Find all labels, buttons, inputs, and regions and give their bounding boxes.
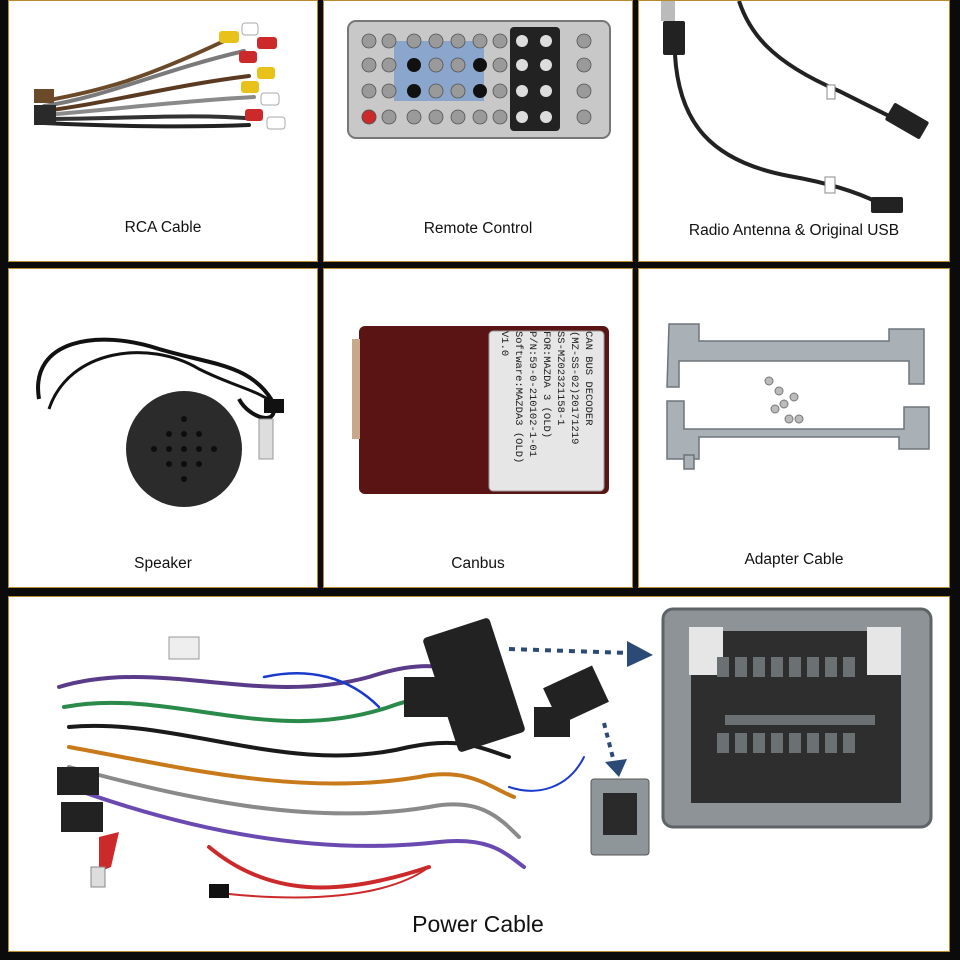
adapter-cable-label: Adapter Cable	[744, 551, 844, 568]
canbus-line: FOR:MAZDA 3 (OLD)	[540, 331, 552, 439]
speaker-image	[36, 337, 284, 507]
radio-antenna-usb-image	[661, 1, 929, 213]
panel-adapter-cable: Adapter Cable	[638, 268, 950, 588]
canbus-line: P/N:59-0-210102-1-01	[526, 331, 538, 458]
panel-remote-control: Remote Control	[323, 0, 633, 262]
rca-cable-image	[34, 22, 286, 130]
canbus-label: Canbus	[451, 555, 505, 572]
panel-rca-cable: RCA Cable	[8, 0, 318, 262]
canbus-line: Software:MAZDA3 (OLD) V1.0	[498, 331, 524, 464]
rca-cable-label: RCA Cable	[124, 219, 202, 236]
canbus-sticker-text: CAN BUS DECODER (MZ-SS-02)20171219 SS-MZ…	[492, 331, 600, 491]
remote-control-label: Remote Control	[423, 220, 533, 237]
canbus-line: SS-MZ02321158-1	[554, 331, 566, 426]
canbus-line: CAN BUS DECODER	[582, 331, 594, 426]
canbus-line: (MZ-SS-02)20171219	[568, 331, 580, 445]
panel-radio-antenna-usb: Radio Antenna & Original USB	[638, 0, 950, 262]
adapter-cable-image	[666, 323, 930, 470]
power-cable-label: Power Cable	[412, 911, 544, 937]
panel-canbus: CAN BUS DECODER (MZ-SS-02)20171219 SS-MZ…	[323, 268, 633, 588]
radio-antenna-usb-label: Radio Antenna & Original USB	[688, 222, 900, 239]
speaker-label: Speaker	[134, 555, 192, 572]
canbus-image	[352, 326, 609, 494]
panel-power-cable: Power Cable	[8, 596, 950, 952]
panel-speaker: Speaker	[8, 268, 318, 588]
remote-control-image	[347, 20, 611, 139]
power-cable-image	[57, 607, 933, 899]
